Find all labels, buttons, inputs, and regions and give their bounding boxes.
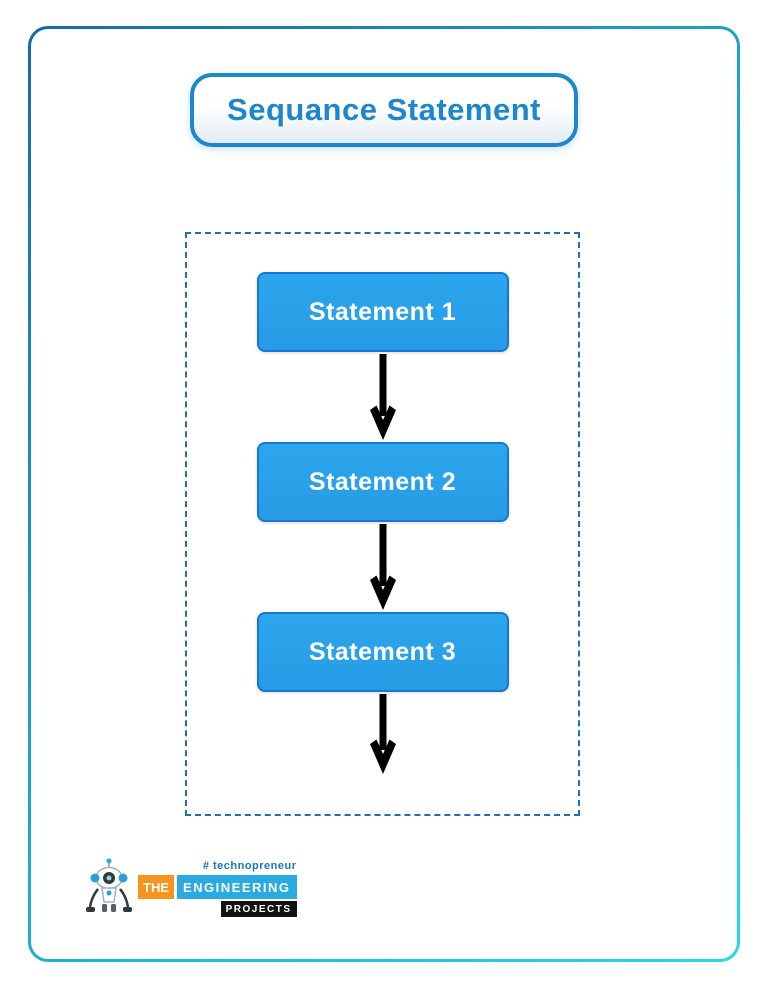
flow-arrow-down-icon — [369, 354, 396, 440]
brand-name-row: THE ENGINEERING — [138, 875, 297, 899]
page-background: Sequance Statement Statement 1 Statement… — [31, 29, 737, 959]
brand-logo: # technopreneur THE ENGINEERING PROJECTS — [83, 857, 297, 917]
brand-word-the: THE — [138, 875, 174, 899]
brand-word-engineering: ENGINEERING — [177, 875, 297, 899]
robot-mascot-icon — [86, 858, 132, 912]
flow-arrow-down-icon — [369, 694, 396, 774]
flow-arrow-down-icon — [369, 524, 396, 610]
statement-label: Statement 3 — [308, 637, 457, 666]
page-frame: Sequance Statement Statement 1 Statement… — [28, 26, 740, 962]
flowchart-node-statement-3: Statement 3 — [256, 612, 509, 692]
statement-label: Statement 2 — [308, 467, 457, 496]
diagram-title-box: Sequance Statement — [190, 73, 578, 147]
statement-label: Statement 1 — [308, 297, 457, 326]
page-title: Sequance Statement — [227, 92, 541, 127]
brand-word-projects: PROJECTS — [220, 901, 297, 917]
flowchart-node-statement-1: Statement 1 — [256, 272, 509, 352]
flowchart-node-statement-2: Statement 2 — [256, 442, 509, 522]
brand-tagline: # technopreneur — [202, 860, 297, 872]
brand-logo-text: # technopreneur THE ENGINEERING PROJECTS — [138, 860, 297, 917]
flowchart-dashed-container: Statement 1 Statement 2 Statement 3 — [185, 232, 580, 816]
